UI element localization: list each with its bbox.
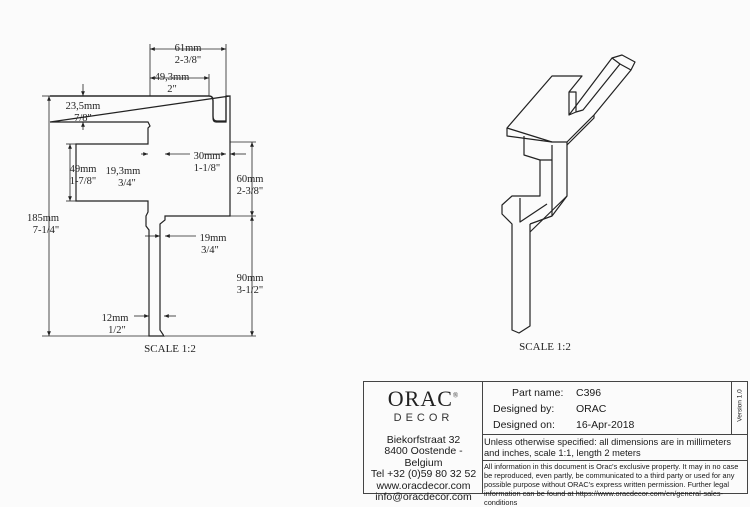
dim-step-in: 3/4" — [201, 245, 219, 256]
phone-number: Tel +32 (0)59 80 32 52 — [370, 468, 477, 481]
units-note-cell: Unless otherwise specified: all dimensio… — [483, 435, 747, 461]
dim-total-height-mm: 185mm — [27, 213, 59, 224]
section-profile-outline — [50, 95, 227, 122]
isometric-view — [501, 54, 636, 334]
iso-scale-label: SCALE 1:2 — [519, 341, 571, 353]
registered-mark: ® — [452, 391, 460, 400]
designed-by-label: Designed by: — [493, 403, 555, 415]
dim-top-width-in: 2" — [167, 84, 177, 95]
section-dimension-labels: 61mm 2-3/8" 49,3mm 2" 23,5mm 7/8" 49mm 1… — [27, 43, 263, 355]
units-note: Unless otherwise specified: all dimensio… — [484, 437, 731, 458]
dim-overall-width-in: 2-3/8" — [175, 55, 201, 66]
address-line-2: 8400 Oostende - Belgium — [384, 445, 463, 469]
section-profile — [49, 95, 231, 337]
designed-by-value: ORAC — [576, 403, 607, 415]
orac-logo: ORAC® — [364, 386, 483, 412]
dim-neck-width-in: 1-1/8" — [194, 163, 220, 174]
dim-rebate-depth-mm: 19,3mm — [106, 166, 141, 177]
logo-word-orac: ORAC — [387, 386, 453, 411]
logo-word-decor: DECOR — [393, 412, 454, 424]
dim-top-width-mm: 49,3mm — [155, 72, 190, 83]
company-address: Biekorfstraat 32 8400 Oostende - Belgium… — [364, 434, 483, 504]
email-link[interactable]: info@oracdecor.com — [375, 491, 472, 504]
dim-rebate-depth-in: 3/4" — [118, 178, 136, 189]
designed-on-label: Designed on: — [493, 419, 555, 431]
version-cell: Version 1.0 — [731, 382, 747, 435]
dim-base-width-in: 1/2" — [108, 325, 126, 336]
dim-neck-width-mm: 30mm — [194, 151, 221, 162]
legal-note-cell: All information in this document is Orac… — [483, 461, 747, 507]
dim-total-height-in: 7-1/4" — [33, 225, 59, 236]
part-info: Part name: C396 Designed by: ORAC Design… — [483, 382, 731, 435]
dim-top-height-in: 7/8" — [74, 113, 92, 124]
dim-top-height-mm: 23,5mm — [66, 101, 101, 112]
dim-step-mm: 19mm — [200, 233, 227, 244]
designed-on-value: 16-Apr-2018 — [576, 419, 635, 431]
address-line-1: Biekorfstraat 32 — [386, 434, 461, 446]
drawing-sheet: 61mm 2-3/8" 49,3mm 2" 23,5mm 7/8" 49mm 1… — [27, 43, 636, 355]
section-dimensions — [42, 44, 256, 337]
dim-mid-height-in: 2-3/8" — [237, 186, 263, 197]
dim-rebate-height-mm: 49mm — [70, 164, 97, 175]
part-name-label: Part name: — [512, 387, 564, 399]
part-name-value: C396 — [576, 387, 602, 399]
version-label: Version 1.0 — [736, 389, 744, 422]
company-column: ORAC® DECOR Biekorfstraat 32 8400 Oosten… — [364, 382, 483, 503]
dim-base-width-mm: 12mm — [102, 313, 129, 324]
website-link[interactable]: www.oracdecor.com — [376, 479, 471, 492]
legal-note: All information in this document is Orac… — [484, 462, 739, 507]
dim-mid-height-mm: 60mm — [237, 174, 264, 185]
dim-overall-width-mm: 61mm — [175, 43, 202, 54]
dim-rebate-height-in: 1-7/8" — [70, 176, 96, 187]
section-scale-label: SCALE 1:2 — [144, 343, 196, 355]
title-block: ORAC® DECOR Biekorfstraat 32 8400 Oosten… — [363, 381, 748, 507]
dim-lower-height-mm: 90mm — [237, 273, 264, 284]
dim-lower-height-in: 3-1/2" — [237, 285, 263, 296]
